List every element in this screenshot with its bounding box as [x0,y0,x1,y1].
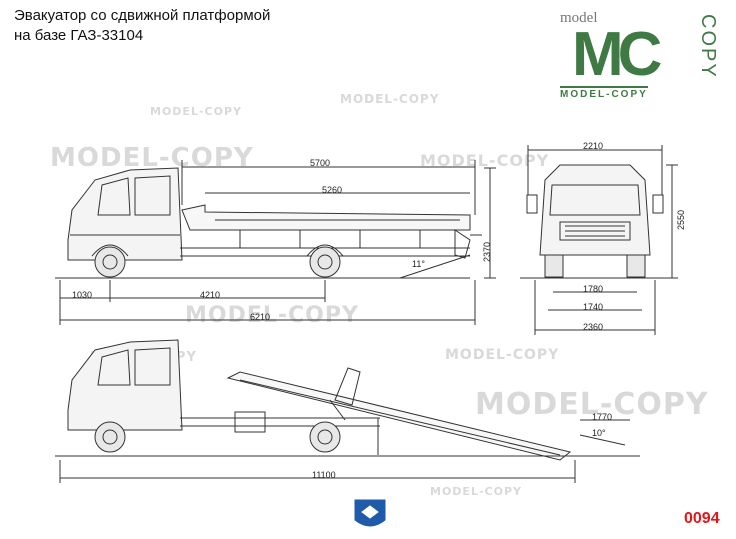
front-view [520,145,678,335]
dim-loading-length: 11100 [312,470,336,480]
dim-total-length: 6210 [250,312,271,322]
logo-top-text: model [560,10,598,26]
drawing-title: Эвакуатор со сдвижной платформой на базе… [14,6,270,46]
logo-bottom-text: MODEL-COPY [560,86,648,100]
drawing-code: 0094 [684,510,720,527]
logo-letters: MC [572,20,662,89]
side-view-loading [55,339,640,483]
watermark: MODEL-COPY [445,347,560,363]
watermark: MODEL-COPY [150,105,242,118]
dim-front-height: 2550 [676,209,686,230]
watermark: MODEL-COPY [475,387,709,422]
dim-track-rear: 1740 [583,302,604,312]
watermark: MODEL-COPY [185,303,359,328]
watermark: MODEL-COPY [340,92,440,106]
dim-overall-width: 2360 [583,322,604,332]
title-line-2: на базе ГАЗ-33104 [14,27,144,44]
watermark: MODEL-COPY [50,143,254,173]
model-copy-logo: model MC COPY MODEL-COPY [560,10,725,100]
gaz-deer-emblem-icon [354,499,386,527]
dim-overall-length: 5700 [310,158,331,168]
dim-ramp-top: 1770 [592,412,613,422]
dim-front-overhang: 1030 [72,290,93,300]
side-view-transport [55,160,496,325]
dim-wheelbase: 4210 [200,290,221,300]
logo-side-text: COPY [697,14,719,79]
watermark: MODEL-COPY [430,485,522,498]
dim-ramp-angle: 10° [592,428,606,438]
dim-angle-small: 11° [412,259,425,269]
dim-side-height: 2370 [482,241,492,262]
dim-track-front: 1780 [583,284,604,294]
dim-platform-length: 5260 [322,185,343,195]
watermark: MODEL-COPY [420,151,550,170]
title-line-1: Эвакуатор со сдвижной платформой [14,7,271,24]
dim-front-width: 2210 [583,141,604,151]
